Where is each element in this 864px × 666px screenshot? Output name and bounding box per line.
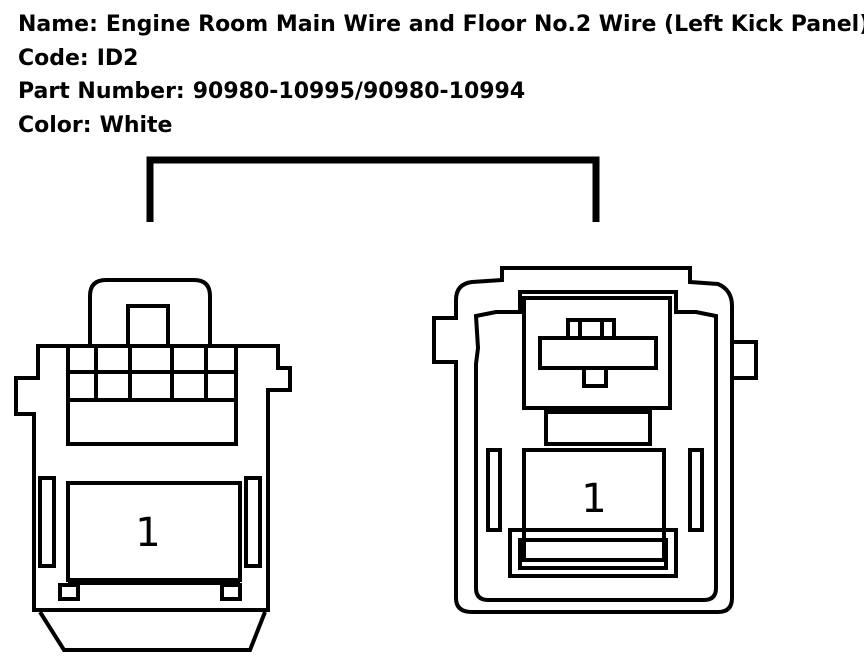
right-connector-lock-post (566, 318, 616, 340)
code-row: Code: ID2 (18, 42, 864, 76)
right-connector-release-block (544, 410, 652, 446)
left-connector-pin-number: 1 (135, 510, 160, 556)
code-value: ID2 (96, 45, 139, 71)
right-connector-lock-tooth (582, 366, 608, 388)
right-connector-side-slot (688, 448, 704, 532)
left-connector-terminal-tab (220, 583, 242, 601)
left-connector-side-slot (38, 476, 56, 568)
left-connector-side-slot (244, 476, 262, 568)
left-connector-cavity (66, 481, 242, 582)
name-value: Engine Room Main Wire and Floor No.2 Wir… (105, 12, 864, 37)
color-value: White (99, 112, 173, 138)
left-connector-bottom-wedge (38, 610, 267, 652)
right-connector-side-slot (486, 448, 502, 532)
mating-bracket (146, 156, 600, 222)
part-number-value: 90980-10995/90980-10994 (192, 79, 526, 104)
right-connector (432, 266, 758, 614)
right-connector-terminal-inner (518, 538, 668, 570)
part-number-row: Part Number: 90980-10995/90980-10994 (18, 75, 864, 109)
name-label: Name: (18, 12, 98, 37)
right-connector-terminal-bar (508, 528, 678, 578)
right-connector-lock-bar (538, 336, 658, 370)
color-label: Color: (18, 112, 92, 138)
left-connector (14, 278, 292, 652)
left-connector-lock-housing (66, 344, 238, 446)
right-connector-outer-shell (432, 266, 734, 614)
code-label: Code: (18, 45, 89, 71)
part-number-label: Part Number: (18, 79, 185, 104)
right-connector-inner-shell (473, 290, 718, 602)
left-connector-terminal-tab (58, 583, 80, 601)
name-row: Name: Engine Room Main Wire and Floor No.… (18, 8, 864, 42)
color-row: Color: White (18, 109, 864, 143)
connector-info: Name: Engine Room Main Wire and Floor No.… (18, 8, 864, 142)
left-connector-body (14, 344, 292, 612)
right-connector-cavity (522, 448, 666, 562)
right-connector-flange (732, 340, 758, 380)
left-connector-latch-tab (126, 304, 170, 348)
right-connector-lock-frame (522, 296, 672, 410)
right-connector-pin-number: 1 (581, 476, 606, 522)
left-connector-latch-frame (88, 278, 212, 346)
